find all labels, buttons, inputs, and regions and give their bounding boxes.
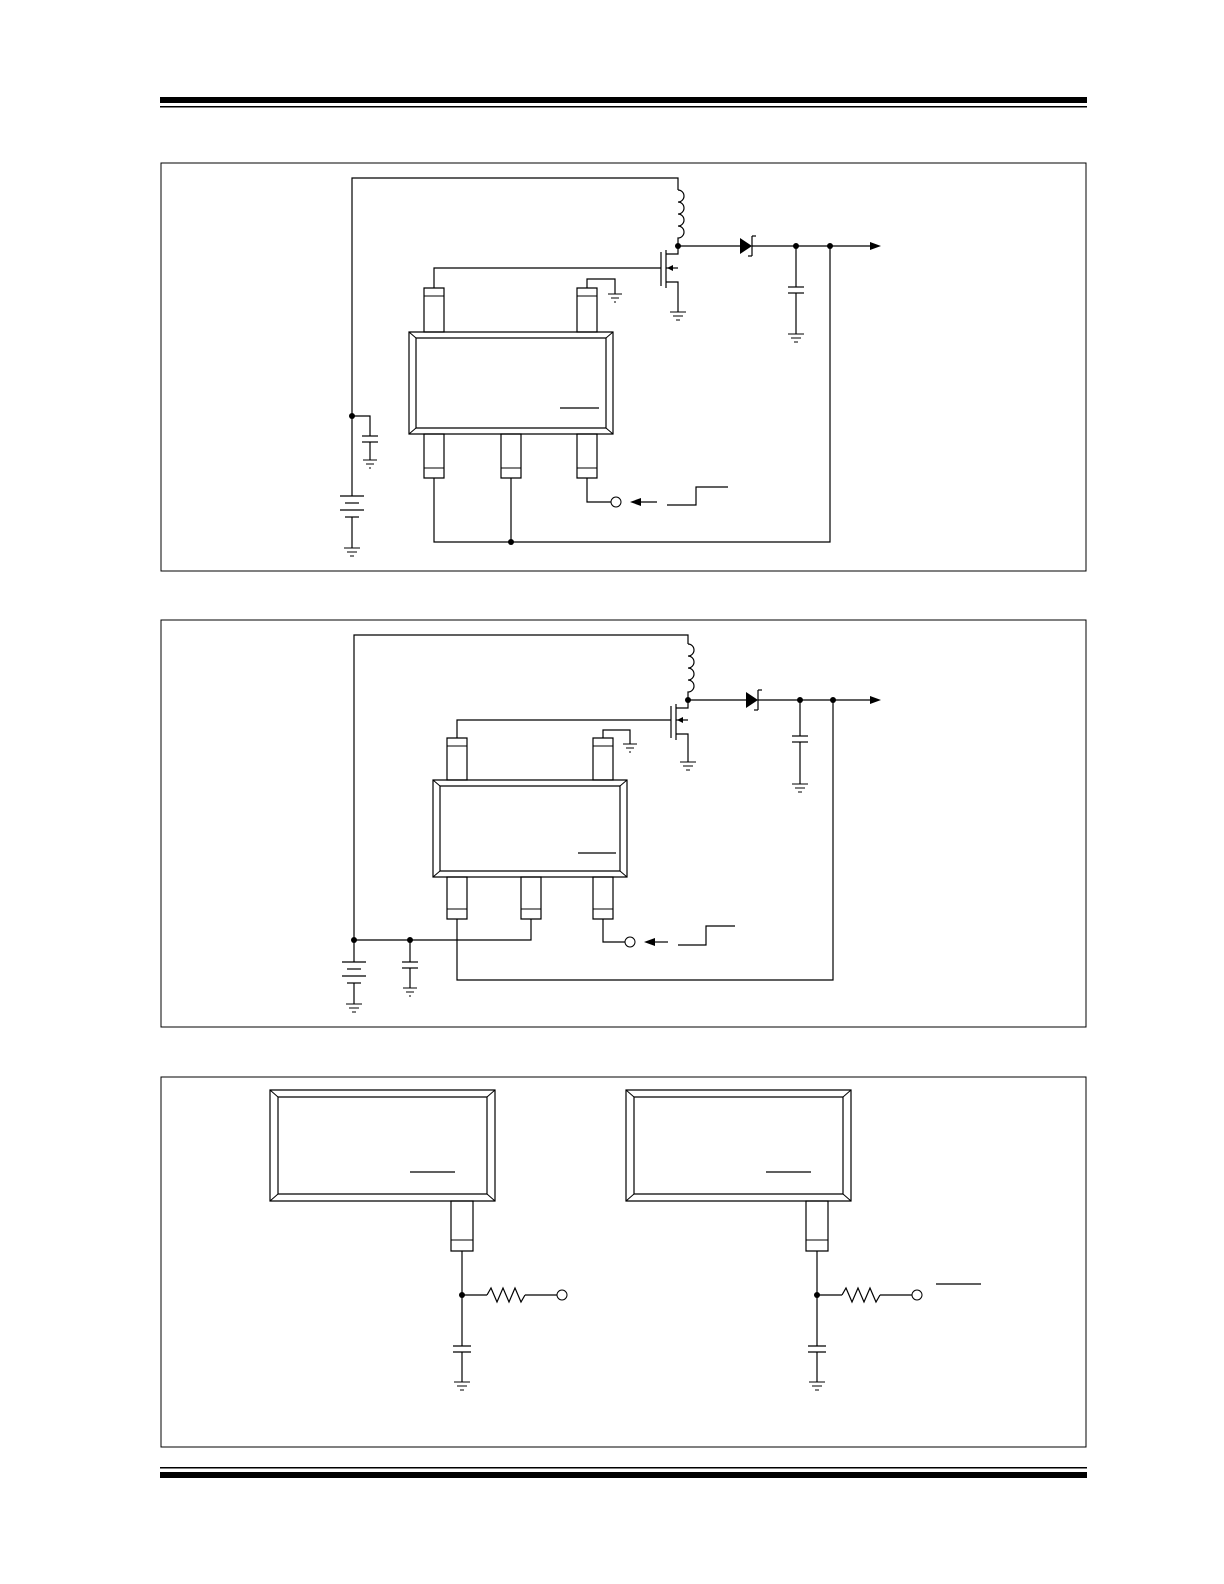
figure-3-frame <box>161 1077 1086 1447</box>
figure-1 <box>161 163 1086 571</box>
figure-2-output-capacitor <box>792 700 808 792</box>
figure-1-top-pins <box>424 288 597 332</box>
figure-3-left-ic-package <box>270 1090 495 1201</box>
figure-2-frame <box>161 620 1086 1027</box>
figure-3-left-pin <box>451 1201 473 1251</box>
figure-2-bottom-pins <box>447 877 613 919</box>
figure-2-top-pins <box>447 738 613 780</box>
figure-2-inductor <box>688 644 694 700</box>
header-rule <box>160 97 1087 108</box>
figure-1-supply-wire <box>352 178 678 496</box>
figure-3-right-pin <box>806 1201 828 1251</box>
figure-3-left-resistor <box>487 1288 525 1302</box>
figure-1-step-waveform <box>667 487 728 505</box>
figure-1-output-capacitor <box>788 246 804 342</box>
figure-3-right-ic-package <box>626 1090 851 1201</box>
figure-1-bottom-pins <box>424 434 597 478</box>
figure-1-inductor <box>678 190 684 246</box>
figure-2-schottky-diode <box>746 690 762 710</box>
figure-3 <box>161 1077 1086 1447</box>
figure-2-enable-terminal <box>625 937 635 947</box>
figure-1-frame <box>161 163 1086 571</box>
footer-rule <box>160 1467 1087 1478</box>
figure-2-step-waveform <box>678 926 735 945</box>
figure-2-output-arrow <box>870 696 881 704</box>
figure-2-supply-wire <box>354 635 688 962</box>
figure-1-mosfet <box>661 246 686 320</box>
figure-1-input-capacitor <box>352 416 378 468</box>
figure-3-left-circuit <box>270 1090 567 1390</box>
figure-1-battery <box>340 496 364 556</box>
figure-3-left-terminal <box>557 1290 567 1300</box>
figure-2 <box>161 620 1086 1027</box>
figure-1-ic-package <box>409 332 613 434</box>
figure-3-right-terminal <box>912 1290 922 1300</box>
figure-2-battery <box>342 962 366 1012</box>
figure-2-mosfet <box>671 700 696 770</box>
figure-3-right-resistor <box>842 1288 880 1302</box>
figure-1-enable-terminal <box>611 497 621 507</box>
figure-1-output-arrow <box>870 242 881 250</box>
figure-2-ic-package <box>433 780 627 877</box>
figure-2-input-capacitor <box>402 940 418 996</box>
figure-3-left-capacitor <box>453 1346 471 1390</box>
figure-3-right-capacitor <box>808 1346 826 1390</box>
figure-3-right-circuit <box>626 1090 981 1390</box>
